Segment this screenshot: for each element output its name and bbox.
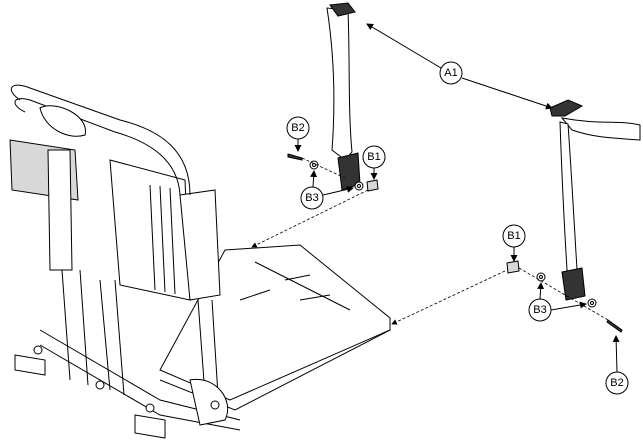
- hardware-left: [287, 153, 379, 192]
- callout-b1-right: B1: [502, 224, 526, 248]
- callout-label: B2: [610, 377, 623, 389]
- callout-label: B3: [305, 192, 318, 204]
- callout-label: B3: [533, 304, 546, 316]
- callout-b1-left: B1: [362, 145, 386, 169]
- wheelchair-seat-frame: [9, 84, 391, 439]
- mount-line-right: [391, 270, 506, 325]
- hardware-right: [506, 260, 623, 333]
- seat-belt-left: [326, 2, 361, 191]
- bolt-right: [606, 319, 623, 333]
- callout-b3-right: B3: [528, 298, 552, 322]
- leader-lines: [294, 23, 620, 373]
- callout-label: B1: [507, 230, 520, 242]
- callout-b2-right: B2: [605, 371, 629, 395]
- nut-right: [506, 260, 520, 274]
- callout-a1: A1: [439, 61, 463, 85]
- callout-b2-left: B2: [286, 116, 310, 140]
- callout-label: B2: [291, 122, 304, 134]
- callout-b3-left: B3: [300, 186, 324, 210]
- mount-line-left: [251, 189, 369, 248]
- nut-left: [366, 179, 379, 192]
- seat-belt-right: [549, 99, 641, 301]
- bolt-left: [287, 153, 303, 161]
- callout-label: B1: [367, 151, 380, 163]
- callout-label: A1: [444, 67, 457, 79]
